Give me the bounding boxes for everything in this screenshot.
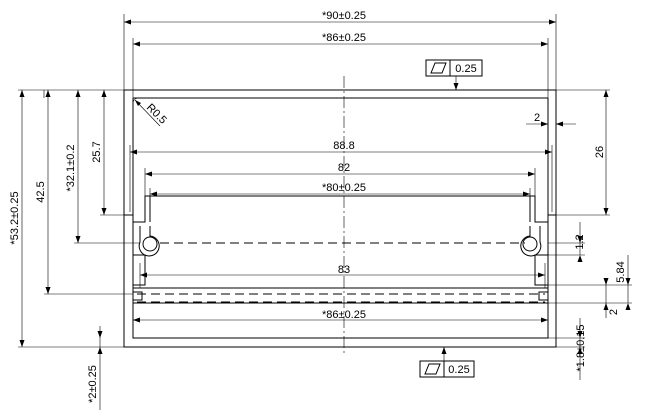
wall-thickness-label: *1.8±0.15 bbox=[575, 324, 587, 371]
dim-right-2: 2 bbox=[526, 112, 576, 127]
lower-rails bbox=[133, 254, 548, 304]
dim-overall-width: *90±0.25 bbox=[124, 10, 556, 25]
dim-base-thickness: *2±0.25 bbox=[87, 326, 103, 410]
base-thickness-label: *2±0.25 bbox=[87, 365, 99, 403]
overall-height-label: *53.2±0.25 bbox=[9, 191, 21, 244]
dim-slot-span: *80±0.25 bbox=[150, 182, 530, 197]
dim-right-26: 26 bbox=[594, 90, 609, 215]
right-26-label: 26 bbox=[594, 146, 606, 158]
dim-rail-span: 82 bbox=[145, 162, 535, 177]
dim-overall-height: *53.2±0.25 bbox=[9, 90, 25, 347]
parallelogram-icon bbox=[430, 62, 447, 74]
tolerance-frame-top: 0.25 bbox=[425, 59, 483, 90]
radius-callout: R0.5 bbox=[134, 99, 169, 127]
base-span-label: 83 bbox=[338, 264, 350, 276]
dim-base-span: 83 bbox=[140, 264, 545, 278]
extension-lines bbox=[18, 14, 632, 348]
dim-right-2b: 2 bbox=[603, 278, 620, 318]
top-inner-label: 88.8 bbox=[333, 140, 354, 152]
dim-wall-thickness: *1.8±0.15 bbox=[575, 318, 587, 380]
dim-inner-width-top: *86±0.25 bbox=[133, 32, 548, 47]
right-5-84-label: 5.84 bbox=[615, 261, 627, 282]
slot-span-label: *80±0.25 bbox=[322, 182, 366, 194]
tolerance-frame-bottom: 0.25 bbox=[419, 347, 475, 378]
dim-right-5-84: 5.84 bbox=[615, 255, 631, 310]
overall-width-label: *90±0.25 bbox=[322, 10, 366, 22]
radius-label: R0.5 bbox=[144, 102, 169, 127]
height-42-label: 42.5 bbox=[35, 181, 47, 202]
upper-rails bbox=[124, 195, 556, 223]
inner-width-top-label: *86±0.25 bbox=[322, 32, 366, 44]
right-2b-label: 2 bbox=[608, 309, 620, 315]
dim-height-25: 25.7 bbox=[91, 90, 107, 215]
height-25-label: 25.7 bbox=[91, 141, 103, 162]
height-32-label: *32.1±0.2 bbox=[65, 144, 77, 191]
tolerance-top-value: 0.25 bbox=[455, 63, 476, 75]
dim-height-32: *32.1±0.2 bbox=[65, 90, 81, 243]
inner-width-bottom-label: *86±0.25 bbox=[322, 309, 366, 321]
screw-boss-left bbox=[138, 226, 160, 257]
tolerance-bottom-value: 0.25 bbox=[448, 364, 469, 376]
right-2-label: 2 bbox=[534, 112, 540, 124]
right-1-2-label: 1.2 bbox=[574, 234, 586, 249]
dim-top-inner: 88.8 bbox=[130, 140, 552, 155]
dim-height-42: 42.5 bbox=[35, 90, 51, 294]
dim-inner-width-bottom: *86±0.25 bbox=[133, 309, 548, 323]
parallelogram-icon bbox=[424, 363, 441, 375]
dim-right-1-2: 1.2 bbox=[574, 222, 586, 262]
screw-boss-right bbox=[520, 226, 542, 257]
rail-span-label: 82 bbox=[338, 162, 350, 174]
